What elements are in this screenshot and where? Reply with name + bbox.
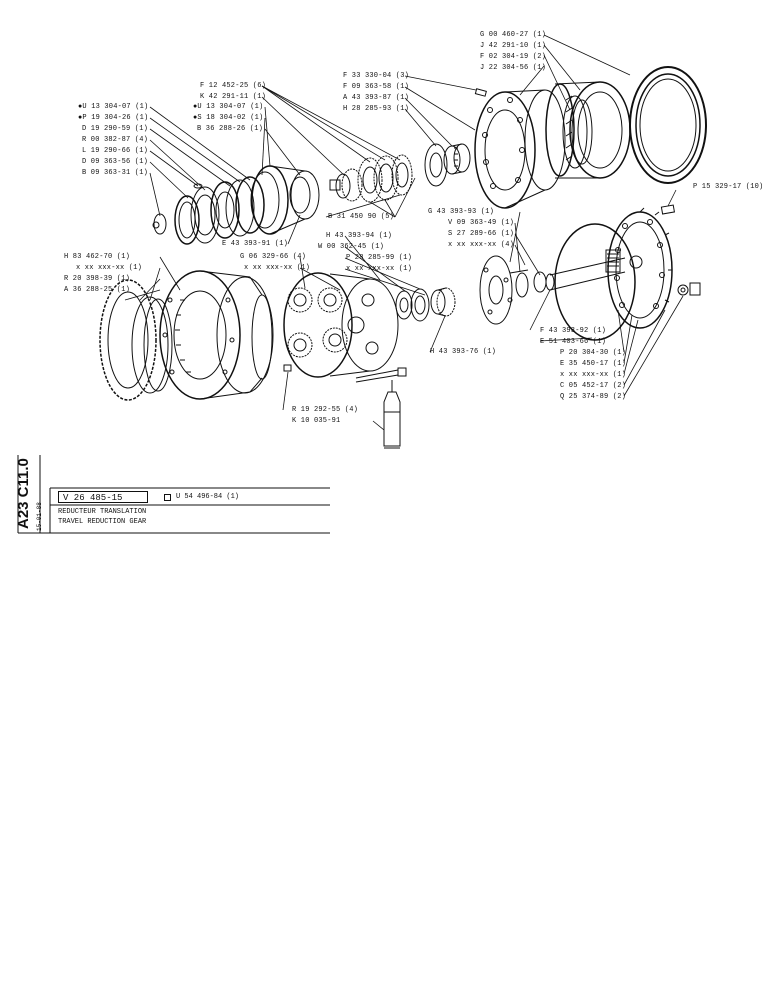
- callout-label: R 20 398-39 (1): [64, 275, 131, 283]
- callout-label: L 19 290-66 (1): [82, 147, 149, 155]
- callout-label: A 43 393-87 (1): [343, 94, 410, 102]
- alternate-part-number: U 54 496-84 (1): [176, 493, 240, 501]
- callout-label: C 05 452-17 (2): [560, 382, 627, 390]
- leader-lines: [124, 34, 684, 431]
- callout-label: G 43 393-93 (1): [428, 208, 495, 216]
- callout-label: ●U 13 304-07 (1): [193, 103, 264, 111]
- callout-label: W 00 362-45 (1): [318, 243, 385, 251]
- callout-label: H 28 285-93 (1): [343, 105, 410, 113]
- callout-label: H 83 462-70 (1): [64, 253, 131, 261]
- title-english: TRAVEL REDUCTION GEAR: [58, 518, 147, 526]
- end-cover-drawing: [607, 207, 673, 329]
- sealant-tube-drawing: [383, 380, 401, 449]
- callout-label: B 31 450 90 (5): [328, 213, 395, 221]
- flange-housing-drawing: [474, 89, 566, 209]
- sun-gear-drawing: [424, 143, 471, 187]
- callout-label: H 43 393-94 (1): [326, 232, 393, 240]
- callout-label: P 20 304-30 (1): [560, 349, 627, 357]
- callout-label: P 15 329-17 (10): [693, 183, 764, 191]
- callout-label: F 33 330-04 (3): [343, 72, 410, 80]
- callout-label: J 22 304-56 (1): [480, 64, 547, 72]
- callout-label: F 02 304-19 (2): [480, 53, 547, 61]
- callout-label: Q 25 374-89 (2): [560, 393, 627, 401]
- callout-label: R 00 382-87 (4): [82, 136, 149, 144]
- callout-label: F 12 452-25 (6): [200, 82, 267, 90]
- o-ring-drawing: [554, 223, 636, 341]
- revision-date: 15-01-88: [36, 502, 43, 531]
- checkbox-square-icon: [164, 494, 171, 501]
- planet-carrier-drawing: [283, 272, 399, 378]
- callout-label: x xx xxx-xx (1): [560, 371, 627, 379]
- callout-label: K 10 035-91: [292, 417, 341, 425]
- seal-ring-drawing: [629, 66, 707, 184]
- washers-drawing: [395, 287, 456, 322]
- callout-label: E 51 403-66 (1): [540, 338, 607, 346]
- toothed-ring-drawing: [99, 279, 173, 401]
- bolt-drawing: [474, 88, 487, 97]
- callout-label: H 43 393-76 (1): [430, 348, 497, 356]
- hub-housing-drawing: [545, 81, 631, 179]
- callout-label: E 35 450-17 (1): [560, 360, 627, 368]
- callout-label: R 19 292-55 (4): [292, 406, 359, 414]
- callout-label: ●S 18 304-02 (1): [193, 114, 264, 122]
- callout-label: G 06 329-66 (4): [240, 253, 307, 261]
- callout-label: F 09 363-58 (1): [343, 83, 410, 91]
- main-housing-drawing: [159, 270, 274, 400]
- callout-label: V 09 363-49 (1): [448, 219, 515, 227]
- title-french: REDUCTEUR TRANSLATION: [58, 508, 147, 516]
- callout-label: A 36 288-25 (1): [64, 286, 131, 294]
- shaft-flange-drawing: [479, 255, 547, 325]
- callout-label: J 42 291-10 (1): [480, 42, 547, 50]
- callout-label: E 43 393-91 (1): [222, 240, 289, 248]
- drain-plugs-drawing: [660, 204, 701, 296]
- callout-label: x xx xxx-xx (1): [244, 264, 311, 272]
- title-block-rules: [17, 455, 330, 534]
- section-code: A23 C11.0: [15, 458, 32, 529]
- callout-label: F 43 393-92 (1): [540, 327, 607, 335]
- long-bolt-drawing: [355, 367, 407, 383]
- assembly-part-number: V 26 485-15: [58, 491, 148, 503]
- callout-label: ●P 19 304-26 (1): [78, 114, 149, 122]
- callout-label: ●U 13 304-07 (1): [78, 103, 149, 111]
- callout-label: P 28 285-99 (1): [346, 254, 413, 262]
- callout-label: K 42 291-11 (1): [200, 93, 267, 101]
- bearing-stack-drawing: [152, 176, 265, 245]
- callout-label: G 00 460-27 (1): [480, 31, 547, 39]
- callout-label: S 27 289-66 (1): [448, 230, 515, 238]
- callout-label: B 36 288-26 (1): [197, 125, 264, 133]
- callout-label: D 19 290-59 (1): [82, 125, 149, 133]
- drive-shaft-drawing: [545, 249, 626, 291]
- callout-label: D 09 363-56 (1): [82, 158, 149, 166]
- callout-label: x xx xxx-xx (1): [346, 265, 413, 273]
- callout-label: x xx xxx-xx (1): [76, 264, 143, 272]
- callout-label: B 09 363-31 (1): [82, 169, 149, 177]
- callout-label: x xx xxx-xx (4): [448, 241, 515, 249]
